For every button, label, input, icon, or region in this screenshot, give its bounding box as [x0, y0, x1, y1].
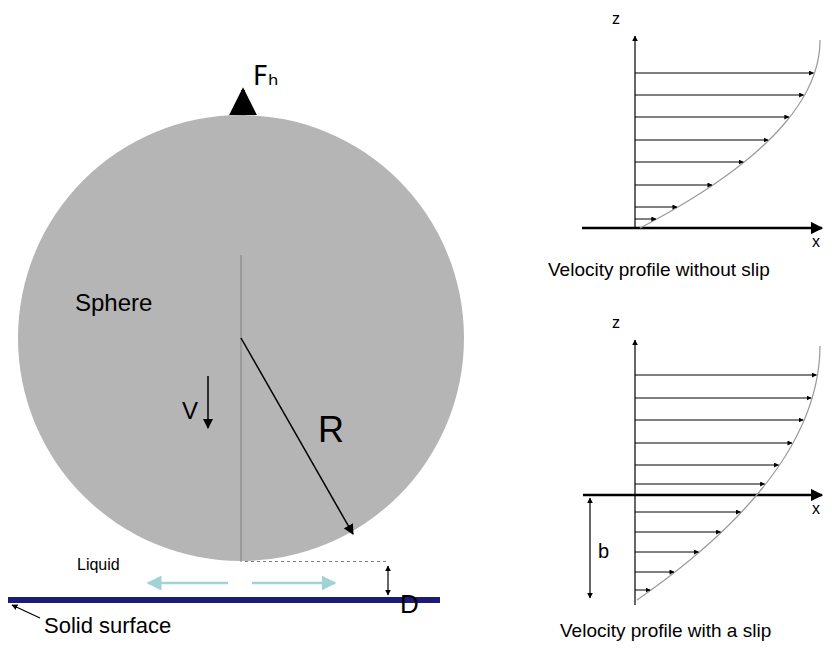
radius-line [241, 338, 353, 534]
profile-curve [637, 346, 820, 600]
velocity-arrow [635, 219, 656, 220]
sphere-body [18, 115, 464, 561]
velocity-arrow [207, 376, 209, 428]
axis-label: x [812, 233, 820, 251]
z-axis [634, 36, 635, 228]
velocity-profiles [635, 40, 820, 600]
velocity-arrow [635, 140, 768, 141]
profile-curve [640, 40, 820, 228]
velocity-arrow [635, 185, 712, 186]
velocity-label: V [182, 398, 198, 424]
slip-length-dimension [589, 498, 590, 598]
surface-label: Solid surface [44, 614, 171, 638]
velocity-arrow [635, 117, 789, 118]
sphere: SphereV R [17, 114, 465, 562]
velocity-arrow [635, 398, 811, 399]
x-axis [583, 494, 822, 497]
gap-dimension [387, 566, 388, 595]
liquid-label: Liquid [77, 556, 120, 574]
slip-length-label: b [598, 540, 609, 562]
flow-arrow [148, 582, 228, 585]
velocity-arrow [635, 95, 804, 96]
radius-label: R [318, 410, 344, 450]
velocity-arrow [635, 375, 816, 376]
flow-arrow [252, 582, 335, 585]
plot-caption: Velocity profile without slip [548, 260, 770, 281]
plot-caption: Velocity profile with a slip [560, 621, 771, 642]
velocity-arrow [635, 590, 650, 591]
leader-line [12, 605, 40, 618]
x-axis [582, 227, 822, 230]
velocity-arrow [635, 420, 803, 421]
z-axis [634, 340, 635, 605]
velocity-arrow [635, 73, 813, 74]
sphere-outline [17, 114, 465, 562]
shape-label: Sphere [75, 290, 152, 316]
dashed-line [245, 562, 387, 563]
velocity-arrow [635, 512, 741, 513]
axis-label: z [612, 10, 620, 28]
axis-line [240, 255, 241, 562]
velocity-arrow [635, 484, 765, 485]
velocity-arrow [635, 207, 677, 208]
velocity-arrow [635, 162, 743, 163]
velocity-arrow [635, 532, 721, 533]
velocity-arrow [635, 443, 792, 444]
velocity-arrow [635, 572, 674, 573]
axis-label: z [612, 314, 620, 332]
velocity-arrow [635, 552, 698, 553]
velocity-arrow [635, 465, 778, 466]
solid-surface [8, 597, 440, 603]
gap-label: D [400, 590, 419, 619]
axis-label: x [812, 500, 820, 518]
force-label: Fₕ [253, 62, 278, 91]
